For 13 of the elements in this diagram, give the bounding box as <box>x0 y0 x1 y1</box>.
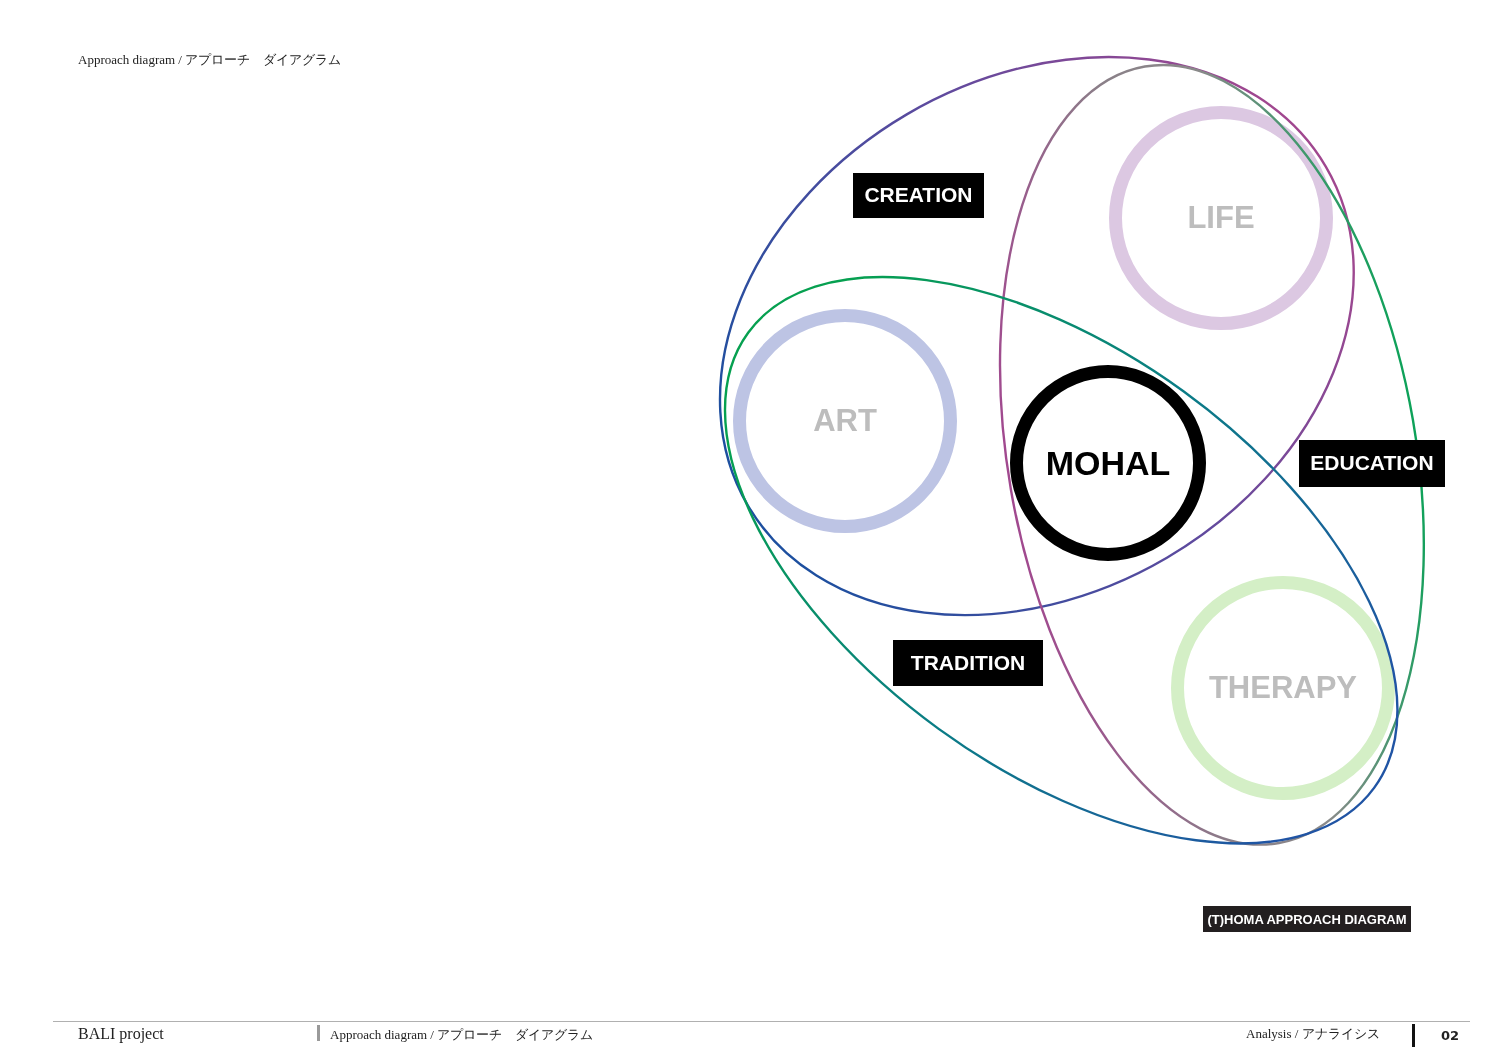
ring-circle: THERAPY <box>1171 576 1395 800</box>
diagram-caption: (T)HOMA APPROACH DIAGRAM <box>1203 906 1411 932</box>
section-name: Analysis / アナライシス <box>1246 1026 1380 1042</box>
section-title: Approach diagram / アプローチ ダイアグラム <box>330 1027 594 1043</box>
set-label: TRADITION <box>893 640 1043 686</box>
page-number: 02 <box>1441 1028 1460 1043</box>
ring-circle: ART <box>733 309 957 533</box>
ring-circle: MOHAL <box>1010 365 1206 561</box>
set-label: CREATION <box>853 173 984 218</box>
ring-circle: LIFE <box>1109 106 1333 330</box>
set-label: EDUCATION <box>1299 440 1445 487</box>
page-title: Approach diagram / アプローチ ダイアグラム <box>78 52 342 68</box>
project-name: BALI project <box>78 1024 164 1044</box>
